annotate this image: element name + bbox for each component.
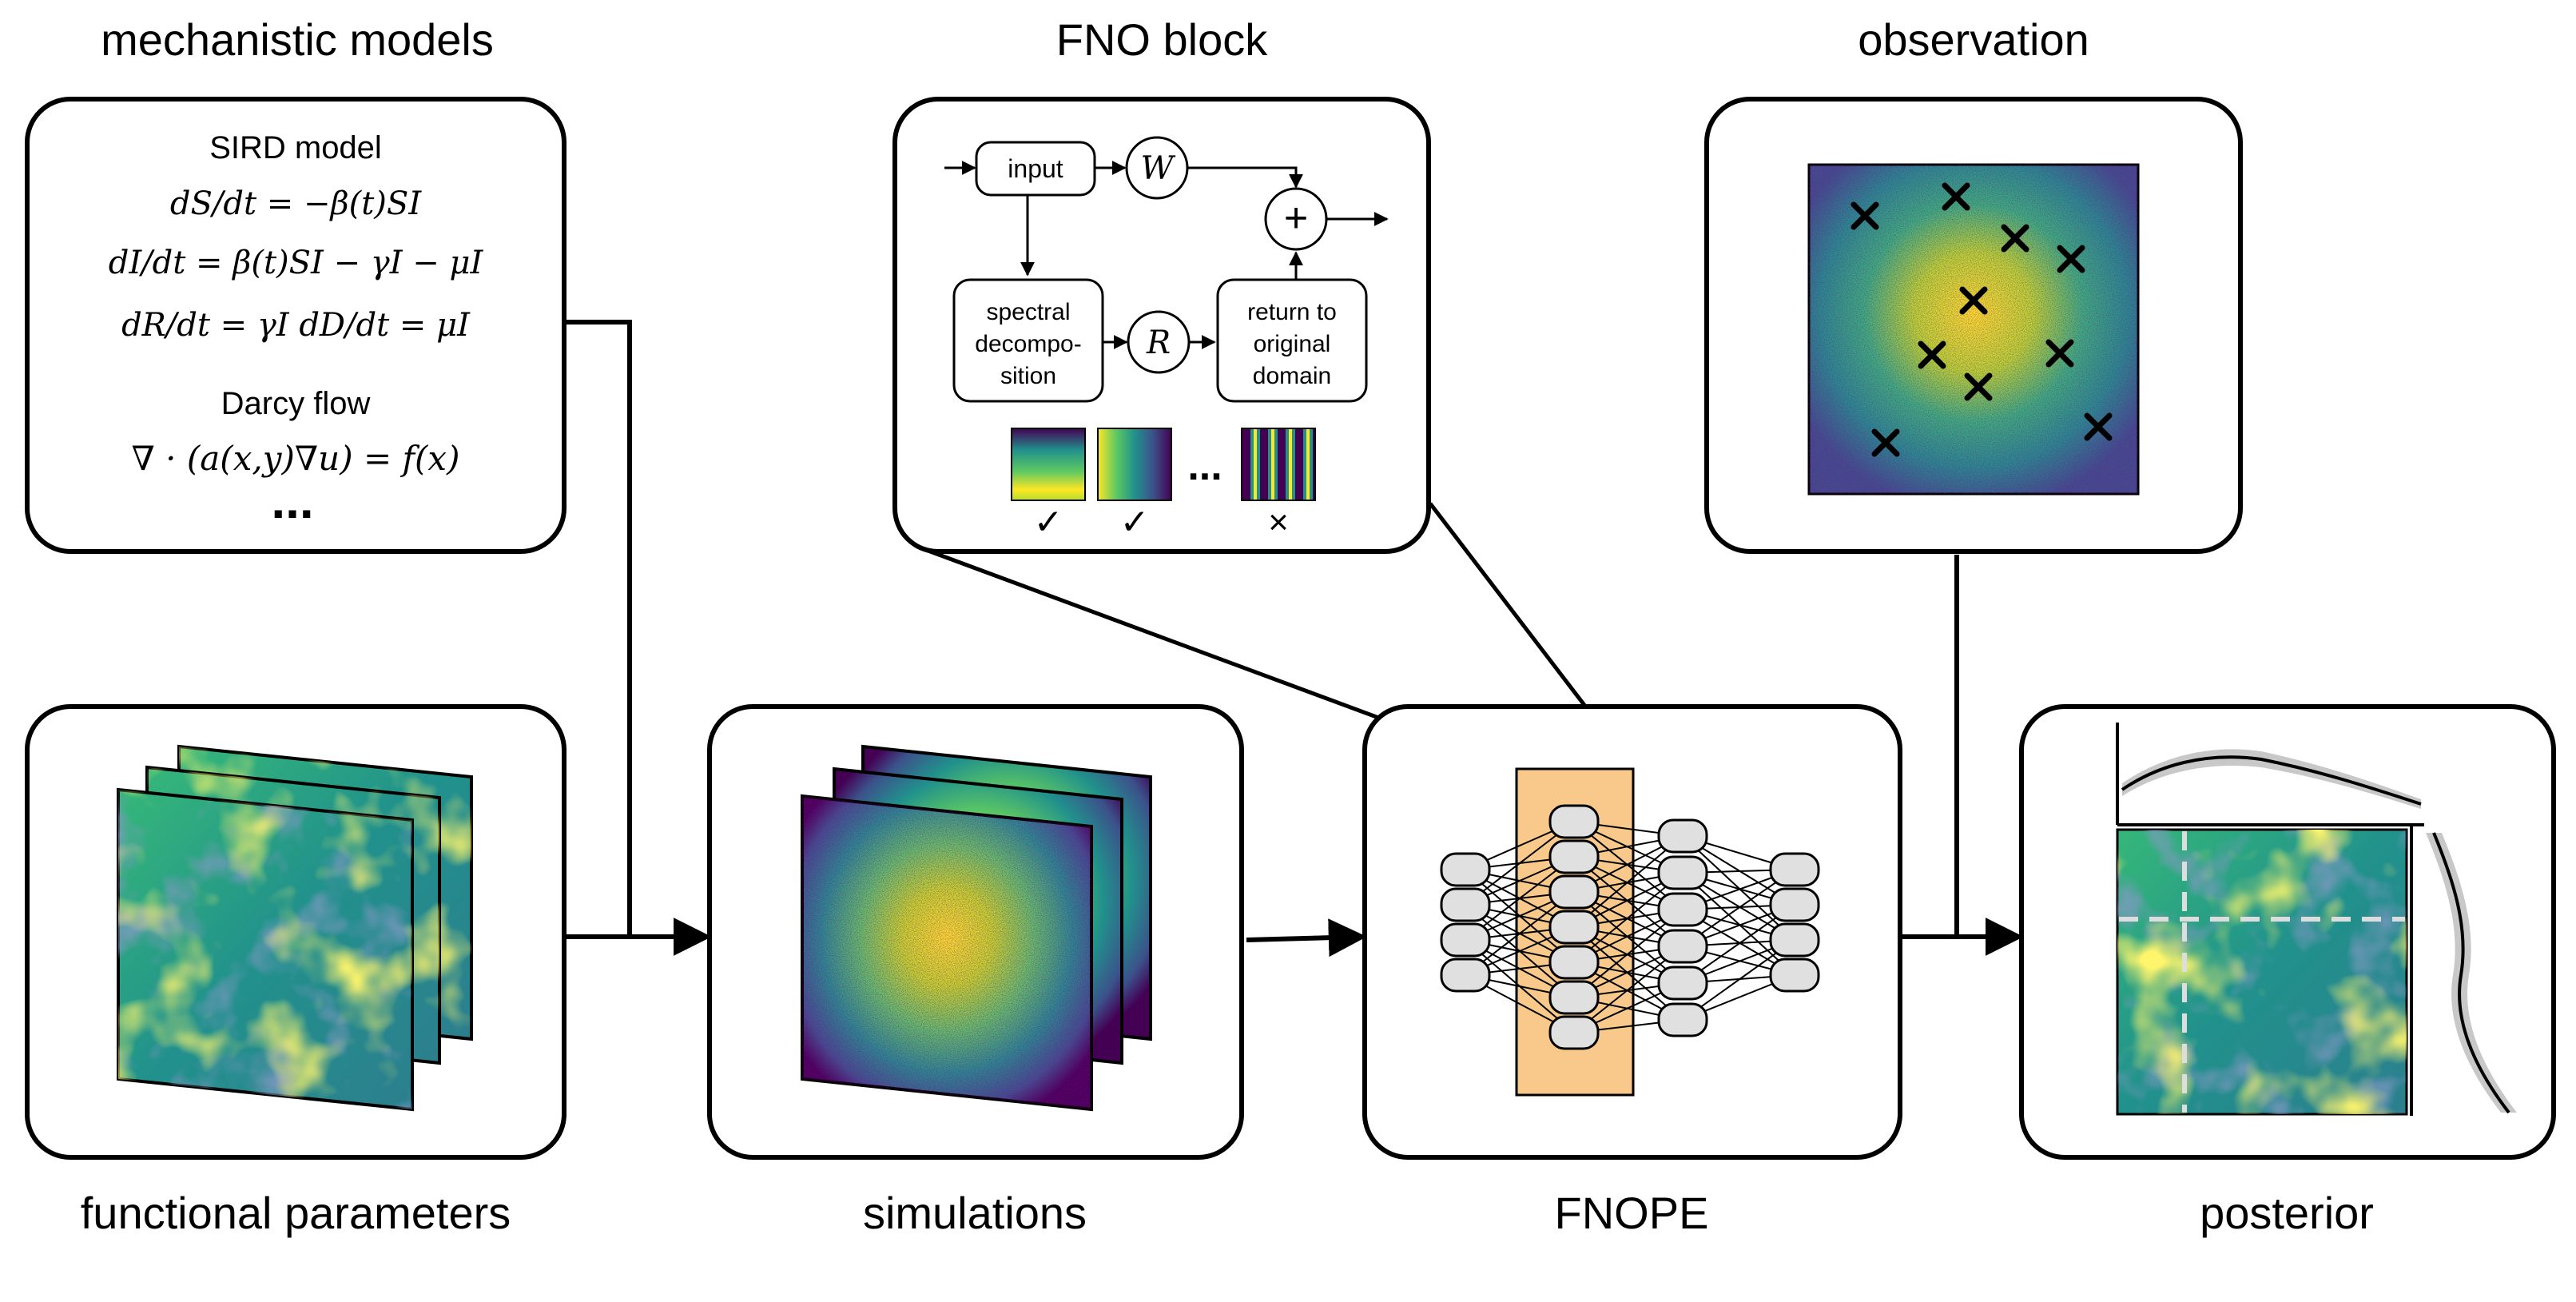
darcy-title: Darcy flow [221, 386, 371, 421]
sum-label: + [1284, 195, 1308, 241]
marginal-top-band [2122, 749, 2421, 809]
network-edge [1573, 872, 1684, 963]
network-neuron [1548, 1015, 1600, 1050]
marginal-right-band [2426, 833, 2517, 1113]
mode-thumbnail-3 [1241, 428, 1316, 501]
more-ellipsis: ... [271, 472, 313, 529]
network-neuron [1769, 958, 1820, 993]
network-neuron [1548, 874, 1600, 910]
return-node [1216, 278, 1368, 403]
simulations-panel [707, 704, 1244, 1160]
observation-panel [1704, 97, 2243, 554]
return-label-1: return to [1247, 299, 1337, 325]
network-neuron [1548, 910, 1600, 945]
eq-rd: dR/dt = γI dD/dt = μI [121, 307, 471, 344]
network-neuron [1548, 804, 1600, 839]
eq-darcy: ∇ · (a(x,y)∇u) = f(x) [132, 439, 460, 478]
fno-block-title: FNO block [1055, 14, 1268, 65]
sim-to-fnope-arrow [1246, 918, 1367, 958]
input-label: input [1008, 154, 1063, 183]
r-label: R [1146, 325, 1171, 361]
field-stack [117, 744, 473, 1112]
posterior-panel [2019, 704, 2556, 1160]
marginal-right-line [2432, 832, 2510, 1114]
network-neuron [1769, 922, 1820, 958]
network-neuron [1657, 855, 1708, 890]
network-neuron [1657, 929, 1708, 964]
mode-1-check: ✓ [1034, 503, 1063, 542]
fno-block-panel: input W + spectral decompo- sition R ret… [892, 97, 1431, 554]
functional-parameters-title: functional parameters [80, 1188, 511, 1238]
mode-3-cross: × [1268, 503, 1289, 542]
return-label-2: original [1254, 331, 1331, 357]
spectral-label-3: sition [1000, 363, 1056, 389]
network-edge [1573, 835, 1684, 928]
network-neuron [1440, 922, 1491, 958]
spectral-label-2: decompo- [975, 331, 1081, 357]
network-neuron [1657, 892, 1708, 927]
observation-markers [1851, 182, 2113, 457]
functional-parameters-panel [25, 704, 566, 1160]
network-neuron [1548, 839, 1600, 874]
modes-ellipsis: ... [1187, 443, 1222, 489]
fnope-panel [1362, 704, 1902, 1160]
network-neuron [1769, 887, 1820, 922]
mode-thumbnail-1 [1011, 428, 1086, 501]
network-neuron [1657, 966, 1708, 1001]
posterior-title: posterior [2200, 1188, 2374, 1238]
network-neuron [1657, 818, 1708, 854]
network-neuron [1657, 1002, 1708, 1037]
simulations-title: simulations [862, 1188, 1087, 1238]
network-neuron [1548, 945, 1600, 980]
spectral-node [952, 278, 1104, 403]
eq-s: dS/dt = −β(t)SI [170, 185, 422, 222]
w-label: W [1140, 150, 1175, 187]
mechanistic-to-sim-line [564, 320, 632, 937]
observation-title: observation [1858, 14, 2089, 65]
mechanistic-models-panel: SIRD model dS/dt = −β(t)SI dI/dt = β(t)S… [25, 97, 566, 554]
return-label-3: domain [1253, 363, 1331, 389]
network-nodes [1440, 804, 1820, 1050]
fnope-title: FNOPE [1554, 1188, 1709, 1238]
network-neuron [1440, 958, 1491, 993]
spectral-label-1: spectral [986, 299, 1070, 325]
eq-i: dI/dt = β(t)SI − γI − μI [109, 245, 484, 281]
marginal-top-line [2121, 755, 2422, 806]
sird-title: SIRD model [209, 130, 382, 165]
network-neuron [1440, 852, 1491, 887]
mode-2-check: ✓ [1120, 503, 1150, 542]
mode-thumbnail-2 [1097, 428, 1172, 501]
mechanistic-models-title: mechanistic models [101, 14, 494, 65]
network-neuron [1440, 887, 1491, 922]
network-neuron [1548, 980, 1600, 1015]
network-neuron [1769, 852, 1820, 887]
